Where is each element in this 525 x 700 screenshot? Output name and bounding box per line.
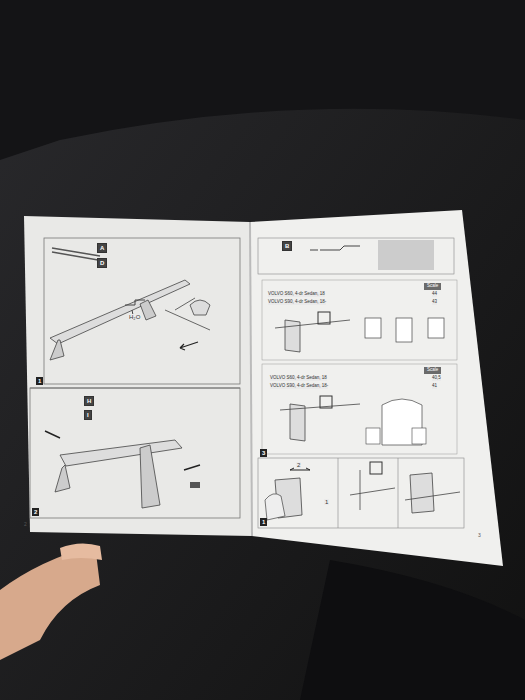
table-header: Scale [424, 283, 441, 290]
table-cell: 44 [432, 292, 437, 297]
table-cell: VOLVO S60, 4-dr Sedan, 18 [270, 376, 327, 381]
tag-letter: H [84, 396, 94, 406]
table-cell: 43 [432, 300, 437, 305]
tag-letter: D [97, 258, 107, 268]
table-header: Scale [424, 367, 441, 374]
step-number: 1 [260, 518, 267, 526]
table-cell: VOLVO S90, 4-dr Sedan, 18- [270, 384, 328, 389]
table-cell: 40,5 [432, 376, 441, 381]
page-number: 2 [24, 522, 27, 527]
tag-letter: A [97, 243, 107, 253]
page-number: 3 [478, 533, 481, 538]
table-cell: 41 [432, 384, 437, 389]
table-cell: VOLVO S90, 4-dr Sedan, 18- [268, 300, 326, 305]
tag-letter: I [84, 410, 92, 420]
water-symbol: H₂O [128, 314, 141, 320]
callout-number: 2 [296, 462, 301, 468]
step-number: 1 [36, 377, 43, 385]
table-cell: VOLVO S60, 4-dr Sedan, 18 [268, 292, 325, 297]
callout-number: 1 [324, 499, 329, 505]
tag-letter: B [282, 241, 292, 251]
step-number: 2 [32, 508, 39, 516]
step-number: 3 [260, 449, 267, 457]
